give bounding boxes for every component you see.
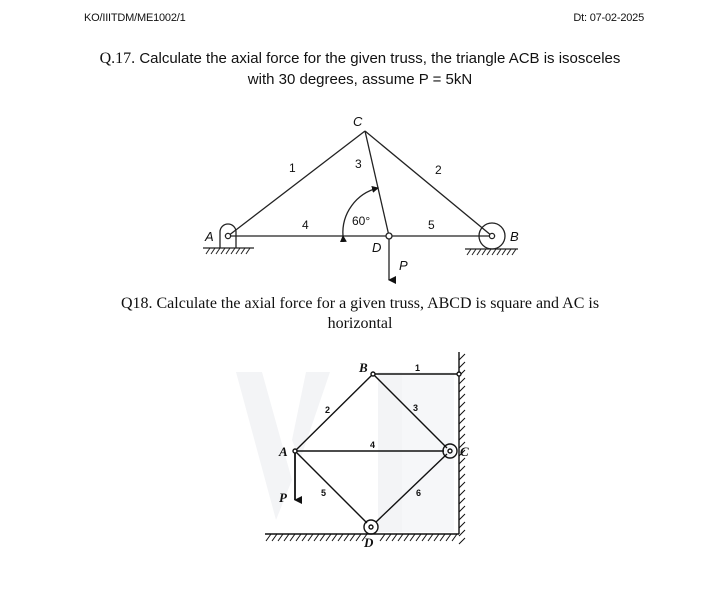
truss-figure-q18 bbox=[265, 352, 466, 545]
truss-figure-q17 bbox=[203, 130, 518, 284]
joint-a-icon bbox=[292, 448, 298, 454]
node-label-c: C bbox=[353, 114, 363, 129]
question-17-line2: with 30 degrees, assume P = 5kN bbox=[247, 71, 473, 88]
member-label-5: 5 bbox=[321, 488, 326, 498]
node-label-a: A bbox=[204, 229, 214, 244]
member-3 bbox=[364, 130, 390, 237]
member-label-3: 3 bbox=[413, 403, 418, 413]
question-18: Q18. Calculate the axial force for a giv… bbox=[0, 294, 720, 334]
node-label-c: C bbox=[460, 444, 469, 459]
roller-support-d-icon bbox=[363, 519, 379, 535]
wall-hatch bbox=[458, 353, 466, 545]
document-code: KO/IIITDM/ME1002/1 bbox=[84, 12, 186, 24]
ground-hatch bbox=[265, 533, 458, 542]
member-label-6: 6 bbox=[416, 488, 421, 498]
question-18-text: Calculate the axial force for a given tr… bbox=[156, 295, 600, 312]
question-17-line1: Q.17. Calculate the axial force for the … bbox=[0, 48, 720, 69]
document-date: Dt: 07-02-2025 bbox=[573, 12, 644, 24]
angle-label: 60° bbox=[352, 214, 370, 228]
joint-b-icon bbox=[370, 371, 376, 377]
question-18-line1: Q18. Calculate the axial force for a giv… bbox=[0, 294, 720, 314]
node-label-d: D bbox=[363, 535, 374, 550]
member-1 bbox=[227, 130, 366, 237]
truss-figure-q17-labels: C A B D 1 2 3 4 5 60° P bbox=[204, 114, 519, 273]
roller-support-icon bbox=[465, 222, 518, 256]
angle-arc-icon bbox=[339, 186, 379, 243]
joint-wall-icon bbox=[456, 371, 462, 377]
pin-support-icon bbox=[203, 223, 254, 255]
member-label-2: 2 bbox=[435, 163, 442, 177]
watermark bbox=[236, 372, 454, 532]
roller-support-c-icon bbox=[442, 443, 458, 459]
member-label-2: 2 bbox=[325, 405, 330, 415]
node-label-b: B bbox=[510, 229, 519, 244]
member-5 bbox=[294, 450, 368, 524]
question-18-number: Q18. bbox=[120, 295, 153, 312]
node-label-d: D bbox=[372, 240, 381, 255]
member-2 bbox=[364, 130, 493, 237]
member-label-3: 3 bbox=[355, 157, 362, 171]
member-6 bbox=[375, 453, 448, 523]
question-18-line2: horizontal bbox=[327, 315, 393, 332]
question-17: Q.17. Calculate the axial force for the … bbox=[0, 48, 720, 90]
member-label-5: 5 bbox=[428, 218, 435, 232]
member-label-1: 1 bbox=[415, 363, 420, 373]
joint-d-icon bbox=[385, 232, 393, 240]
node-label-b: B bbox=[358, 360, 368, 375]
member-label-1: 1 bbox=[289, 161, 296, 175]
question-17-text: Calculate the axial force for the given … bbox=[139, 50, 621, 67]
node-label-a: A bbox=[278, 444, 288, 459]
truss-figure-q18-labels: B A C D P 1 2 3 4 5 6 bbox=[278, 360, 469, 550]
member-label-4: 4 bbox=[370, 440, 375, 450]
member-3 bbox=[372, 373, 448, 449]
member-label-4: 4 bbox=[302, 218, 309, 232]
question-17-number: Q.17. bbox=[99, 50, 136, 67]
load-label-p: P bbox=[399, 258, 408, 273]
member-2 bbox=[294, 373, 374, 452]
load-label-p: P bbox=[279, 490, 288, 505]
